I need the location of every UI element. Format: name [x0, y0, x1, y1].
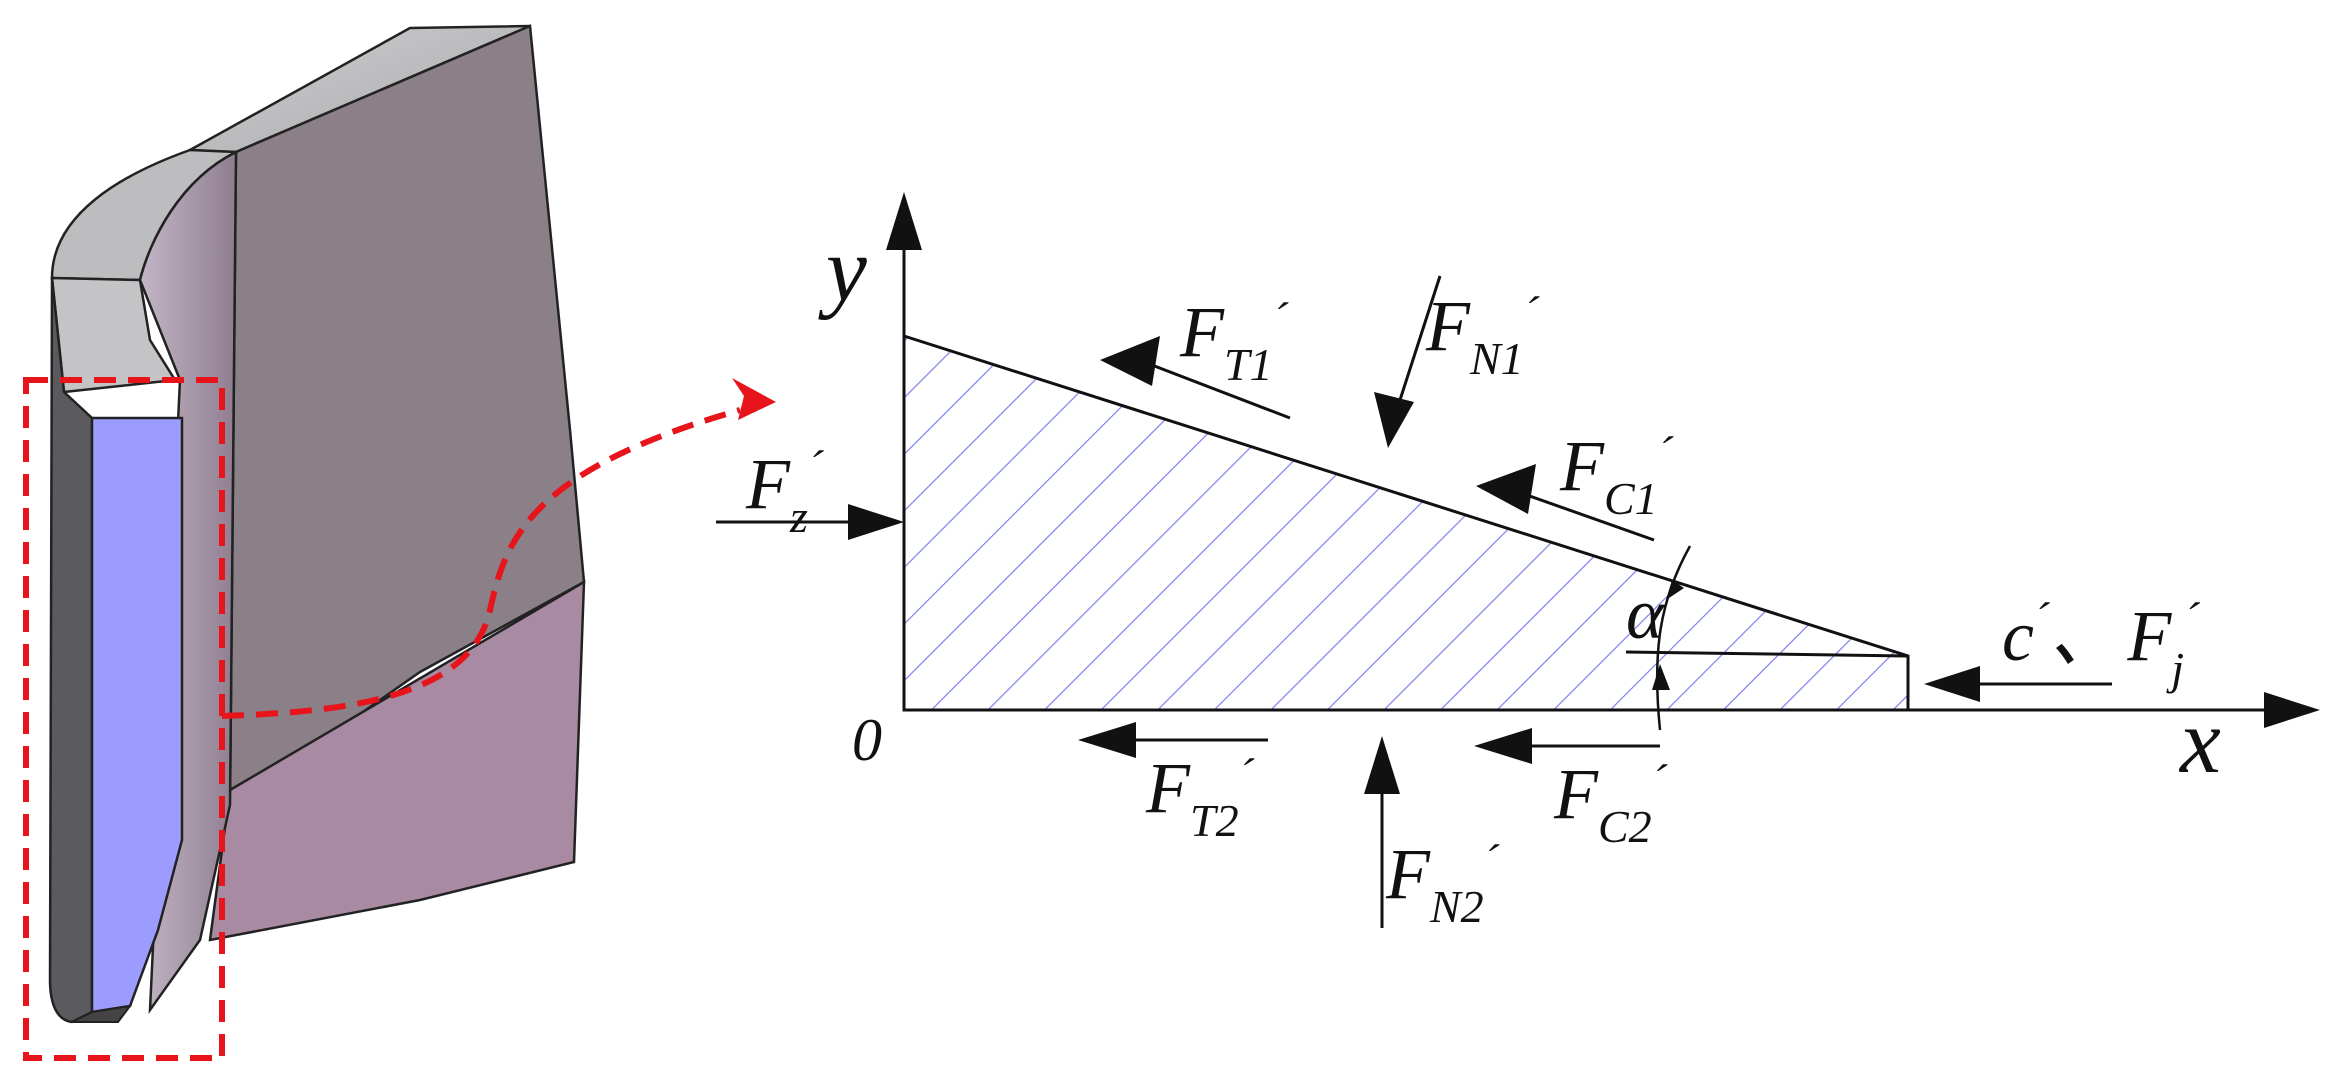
force-diagram: y x 0 FT1´ FN1´ FC1´ Fz´ α c´、Fj´ FT2´ F… [716, 192, 2320, 932]
alpha-angle-arc [1655, 545, 1692, 731]
ft2-arrow-head [1078, 722, 1136, 758]
alpha-reference-line [1625, 650, 1909, 658]
insert-lower-face [208, 579, 586, 942]
x-axis-label: x [2178, 690, 2221, 792]
fc1-arrow-shaft [1523, 492, 1655, 542]
label-fn2: FN2´ [1385, 834, 1500, 932]
x-axis-arrowhead [2264, 692, 2320, 728]
fj-arrow-head [1924, 666, 1980, 702]
insert-bottom-edge [71, 1004, 133, 1023]
fc2-arrow-head [1474, 728, 1532, 764]
label-fc1: FC1´ [1559, 426, 1674, 524]
label-c-fj: c´、Fj´ [2002, 593, 2200, 694]
fn1-arrow-shaft [1398, 275, 1442, 401]
y-axis-arrowhead [886, 192, 922, 250]
label-fn1: FN1´ [1425, 286, 1540, 384]
origin-label: 0 [852, 707, 882, 773]
fz-arrow-head [848, 504, 904, 540]
ft1-arrow-shaft [1143, 360, 1291, 420]
fn1-arrow-head [1374, 392, 1414, 448]
zoom-region-box [23, 377, 225, 1061]
label-alpha: α [1626, 574, 1665, 654]
alpha-arc-arrow-top [1666, 580, 1684, 600]
tool-insert-3d [48, 24, 586, 1024]
alpha-arc-arrow-bottom [1652, 664, 1670, 690]
zoom-callout-arrow [221, 407, 741, 719]
label-fc2: FC2´ [1553, 754, 1668, 852]
label-ft2: FT2´ [1145, 748, 1255, 846]
label-fz: Fz´ [745, 441, 824, 542]
y-axis-label: y [818, 218, 867, 320]
callout-arrowhead [732, 378, 776, 420]
fn2-arrow-head [1364, 736, 1400, 794]
label-ft1: FT1´ [1179, 292, 1289, 390]
fc1-arrow-head [1476, 464, 1536, 514]
ft1-arrow-head [1100, 336, 1160, 386]
